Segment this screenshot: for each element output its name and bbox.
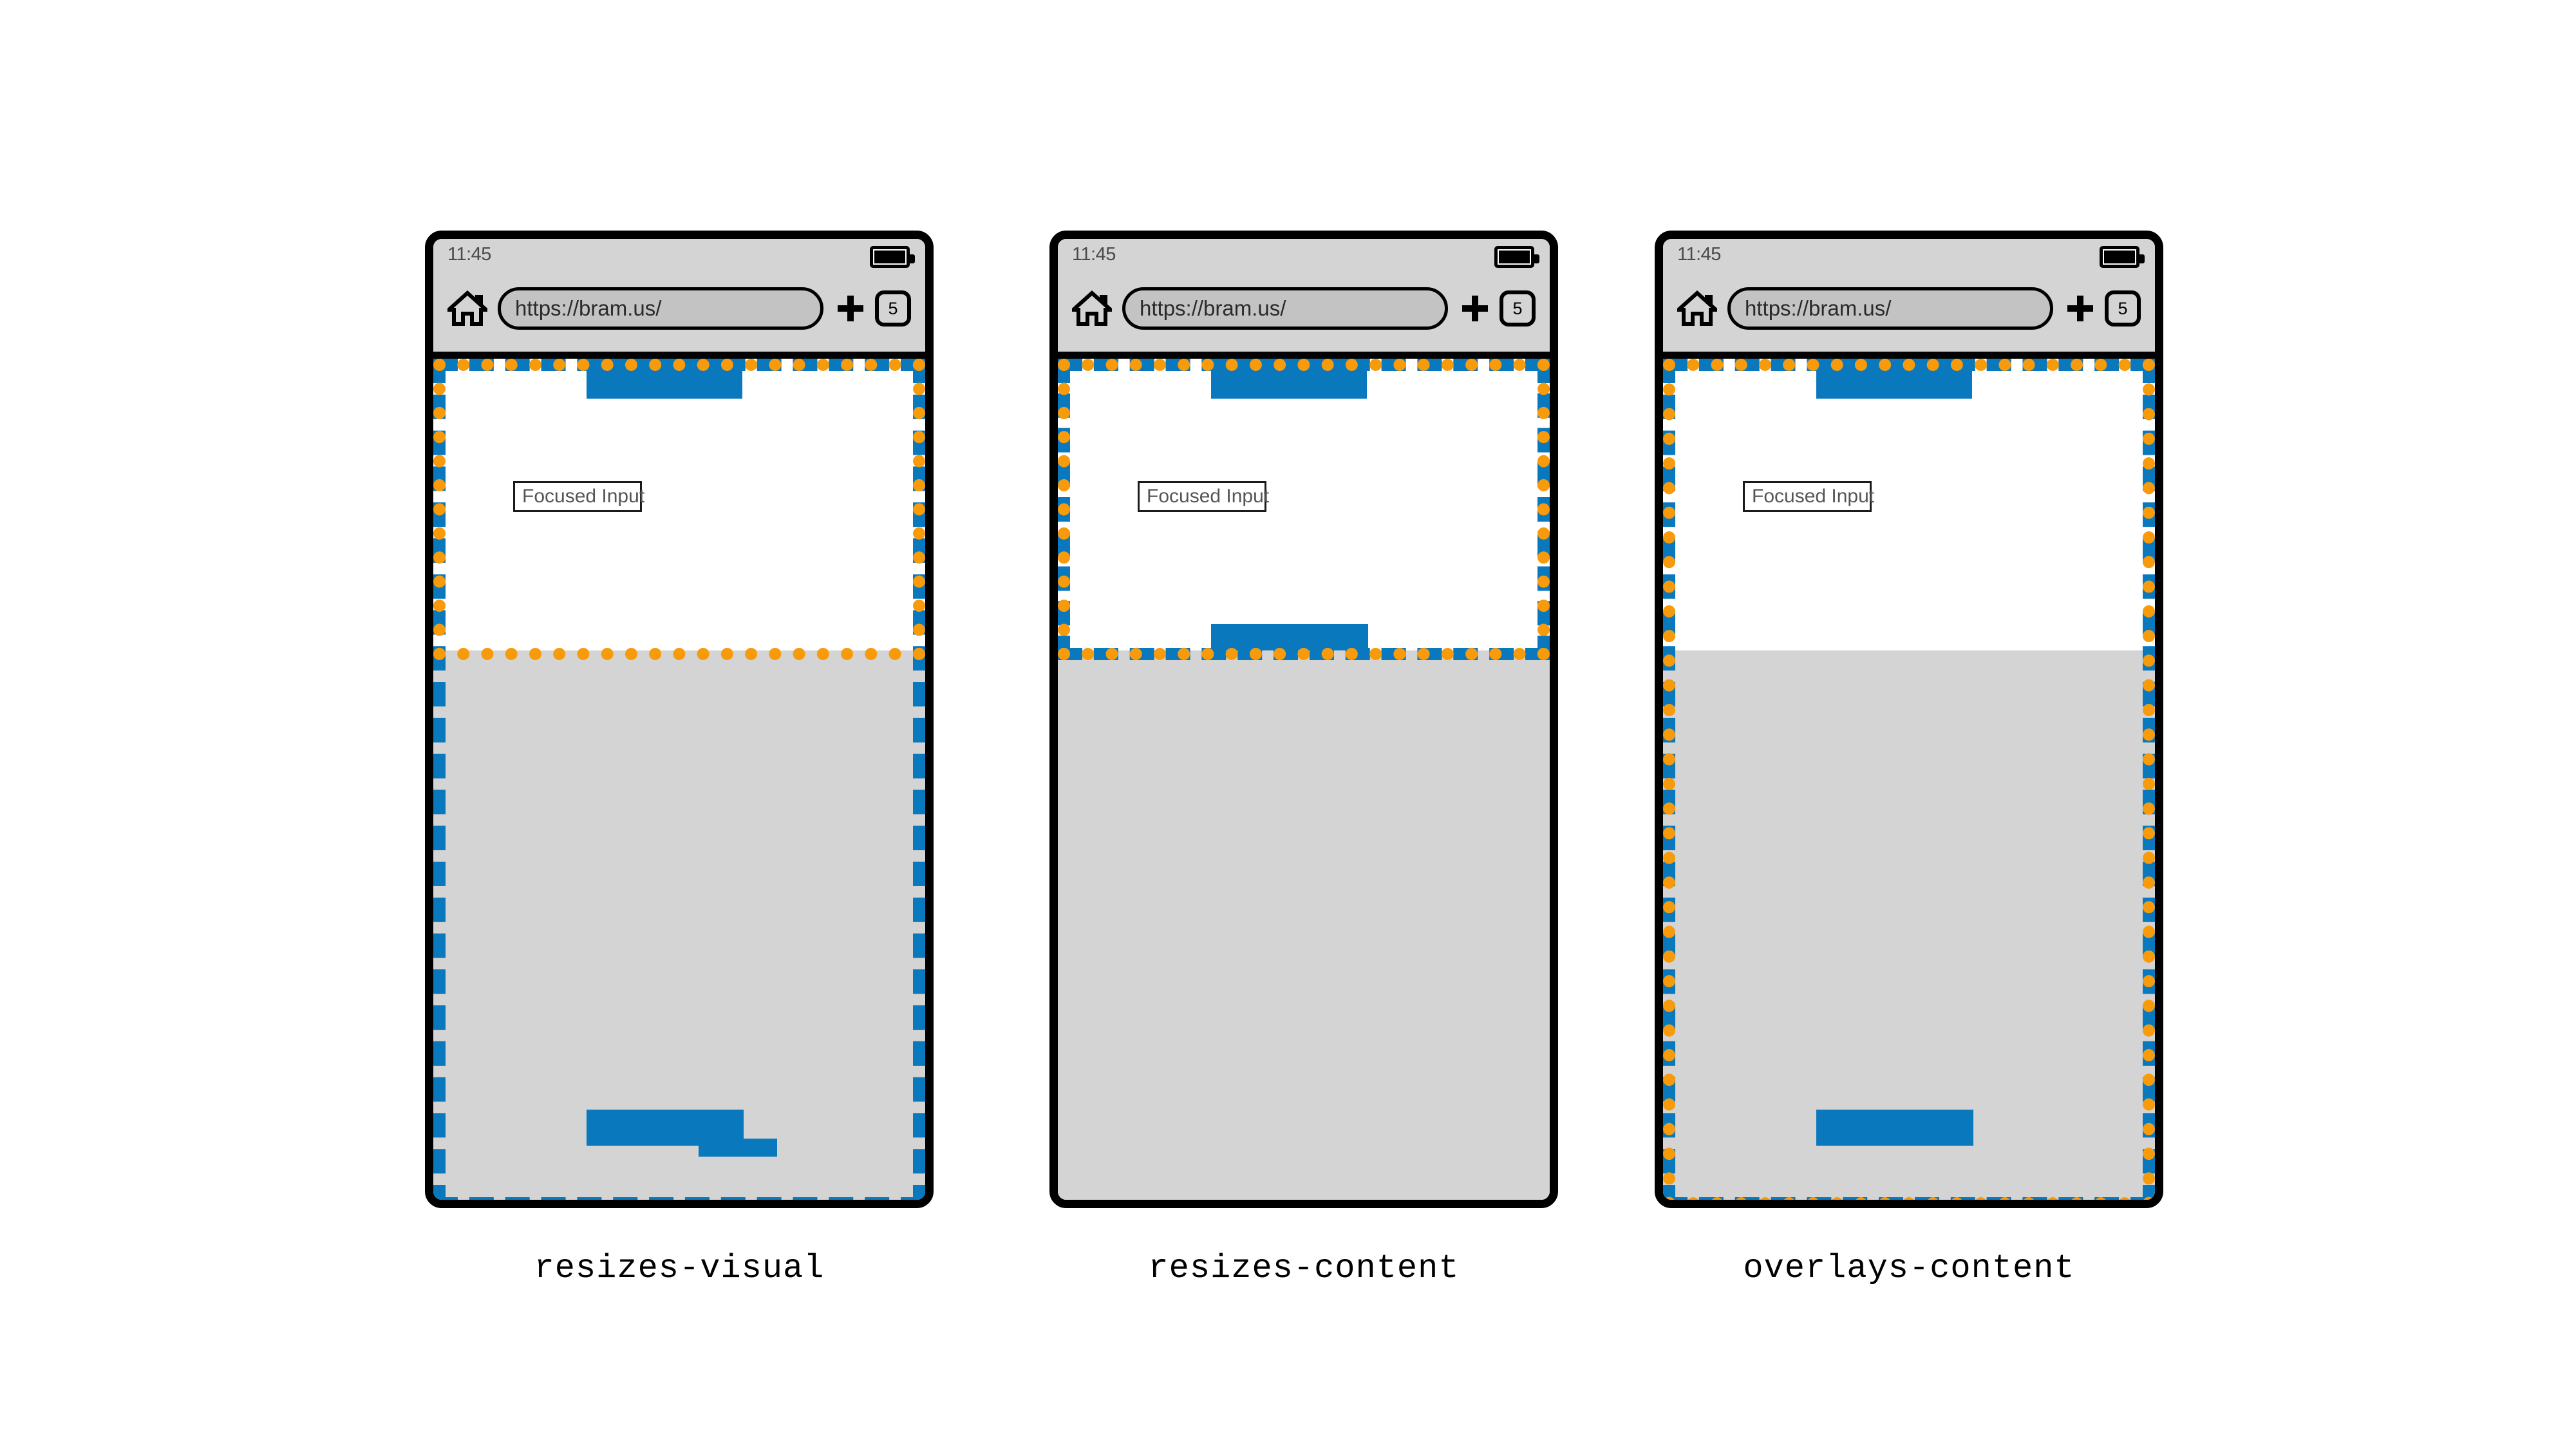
- battery-full-icon: [870, 246, 915, 268]
- home-icon[interactable]: [447, 290, 487, 327]
- status-clock: 11:45: [447, 244, 491, 265]
- browser-toolbar: https://bram.us/ 5: [1058, 272, 1550, 345]
- caption-resizes-visual: resizes-visual: [534, 1249, 825, 1287]
- caption-overlays-content: overlays-content: [1743, 1249, 2075, 1287]
- tab-count-button[interactable]: 5: [1500, 290, 1536, 327]
- phone-frame: 11:45 https://bram.us/ 5: [1655, 231, 2163, 1208]
- plus-icon[interactable]: [1460, 293, 1490, 324]
- battery-full-icon: [1494, 246, 1539, 268]
- plus-icon[interactable]: [2065, 293, 2096, 324]
- url-text: https://bram.us/: [1745, 296, 1892, 320]
- tab-count-label: 5: [1512, 298, 1523, 318]
- page-content-area: Focused Input: [1058, 359, 1550, 667]
- phone-screen: Focused Input: [433, 359, 925, 1200]
- url-text: https://bram.us/: [515, 296, 662, 320]
- url-text: https://bram.us/: [1140, 296, 1286, 320]
- caption-resizes-content: resizes-content: [1148, 1249, 1460, 1287]
- virtual-keyboard[interactable]: [1058, 650, 1550, 1200]
- browser-toolbar: https://bram.us/ 5: [433, 272, 925, 345]
- tab-count-button[interactable]: 5: [2105, 290, 2141, 327]
- phone-panel-overlays-content: 11:45 https://bram.us/ 5: [1655, 231, 2163, 1208]
- url-bar[interactable]: https://bram.us/: [1727, 287, 2053, 330]
- url-bar[interactable]: https://bram.us/: [1122, 287, 1448, 330]
- url-bar[interactable]: https://bram.us/: [498, 287, 823, 330]
- focused-input-field[interactable]: Focused Input: [513, 481, 645, 512]
- focused-input-value: Focused Input: [1147, 486, 1270, 507]
- phone-screen: Focused Input: [1663, 359, 2155, 1200]
- phone-screen: Focused Input: [1058, 359, 1550, 1200]
- status-bar: 11:45: [1072, 244, 1539, 270]
- focused-input-value: Focused Input: [522, 486, 645, 507]
- focused-input-value: Focused Input: [1752, 486, 1875, 507]
- focused-input-field[interactable]: Focused Input: [1743, 481, 1875, 512]
- status-bar: 11:45: [1677, 244, 2145, 270]
- page-header-block: [587, 359, 742, 399]
- status-bar: 11:45: [447, 244, 915, 270]
- status-clock: 11:45: [1677, 244, 1721, 265]
- home-icon[interactable]: [1677, 290, 1717, 327]
- page-header-block: [1816, 359, 1972, 399]
- plus-icon[interactable]: [835, 293, 866, 324]
- home-icon[interactable]: [1072, 290, 1112, 327]
- page-footer-block-secondary: [699, 1139, 777, 1157]
- browser-toolbar: https://bram.us/ 5: [1663, 272, 2155, 345]
- page-header-block: [1211, 359, 1367, 399]
- tab-count-button[interactable]: 5: [875, 290, 911, 327]
- browser-chrome: 11:45 https://bram.us/ 5: [433, 239, 925, 359]
- virtual-keyboard[interactable]: [433, 650, 925, 1200]
- phone-frame: 11:45 https://bram.us/ 5: [1049, 231, 1558, 1208]
- phone-panel-resizes-content: 11:45 https://bram.us/ 5: [1049, 231, 1558, 1208]
- page-content-area: Focused Input: [433, 359, 925, 667]
- browser-chrome: 11:45 https://bram.us/ 5: [1663, 239, 2155, 359]
- battery-full-icon: [2100, 246, 2145, 268]
- browser-chrome: 11:45 https://bram.us/ 5: [1058, 239, 1550, 359]
- status-clock: 11:45: [1072, 244, 1116, 265]
- focused-input-field[interactable]: Focused Input: [1138, 481, 1270, 512]
- tab-count-label: 5: [888, 298, 898, 318]
- phone-panel-resizes-visual: 11:45 https://bram.us/ 5: [425, 231, 934, 1208]
- phone-frame: 11:45 https://bram.us/ 5: [425, 231, 934, 1208]
- page-footer-block: [1816, 1110, 1973, 1146]
- tab-count-label: 5: [2118, 298, 2128, 318]
- page-content-area: Focused Input: [1663, 359, 2155, 667]
- virtual-keyboard[interactable]: [1663, 650, 2155, 1200]
